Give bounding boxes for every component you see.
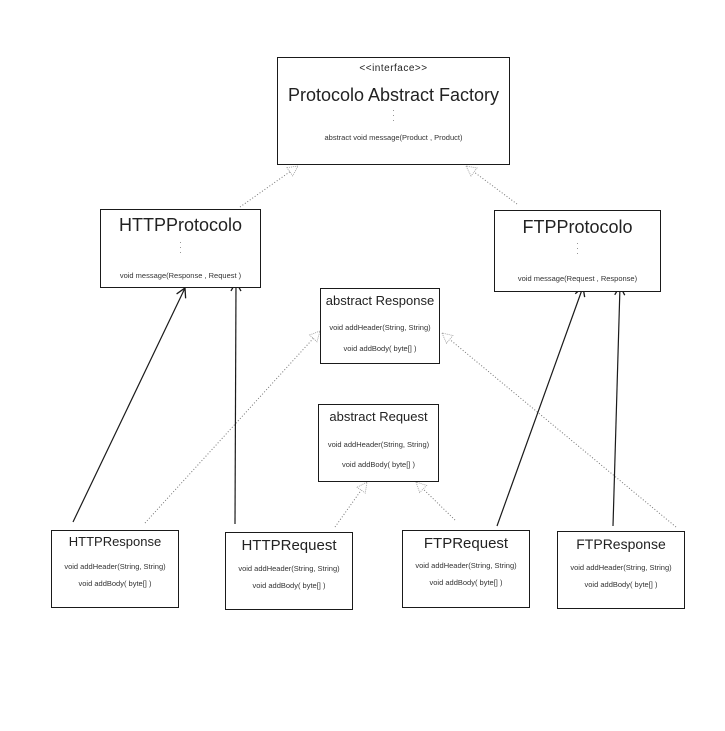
divider-dots: ··· [392,106,395,125]
class-method: void addBody( byte[] ) [584,580,658,589]
class-method: void addHeader(String, String) [327,440,430,449]
class-method: void addBody( byte[] ) [429,578,503,587]
class-ftp-protocolo[interactable]: FTPProtocolo ··· void message(Request , … [494,210,661,292]
class-ftp-request[interactable]: FTPRequest void addHeader(String, String… [402,530,530,608]
class-name: HTTPResponse [68,534,162,549]
dependency-http-response [72,286,187,523]
realization-http-response [144,330,321,524]
class-abstract-response[interactable]: abstract Response void addHeader(String,… [320,288,440,364]
class-method: void addHeader(String, String) [329,323,431,332]
dependency-ftp-response [612,284,626,527]
dependency-ftp-request [496,285,586,527]
class-name: abstract Response [325,293,435,308]
class-name: FTPProtocolo [522,217,633,237]
class-name: FTPResponse [576,536,666,552]
class-name: abstract Request [329,409,428,424]
realization-ftp-protocolo [465,165,518,205]
class-method: void message(Request , Response) [517,274,638,283]
class-method: void addBody( byte[] ) [78,579,152,588]
divider-dots: ··· [179,238,182,257]
class-method: void addHeader(String, String) [238,564,340,573]
class-method: void addHeader(String, String) [64,562,166,571]
class-http-response[interactable]: HTTPResponse void addHeader(String, Stri… [51,530,179,608]
class-method: void addHeader(String, String) [415,561,517,570]
realization-http-protocolo [239,165,299,208]
class-name: HTTPRequest [241,537,337,554]
interface-name: Protocolo Abstract Factory [287,85,500,105]
class-method: void message(Response , Request ) [119,271,242,280]
class-method: void addHeader(String, String) [570,563,672,572]
class-name: HTTPProtocolo [118,215,243,235]
class-name: FTPRequest [423,535,509,552]
interface-protocolo-abstract-factory[interactable]: <<interface>> Protocolo Abstract Factory… [277,57,510,165]
realization-http-request [334,481,368,528]
interface-method: abstract void message(Product , Product) [324,133,463,142]
class-method: void addBody( byte[] ) [342,460,415,469]
canvas-label: mas [325,0,344,3]
realization-ftp-response [441,332,677,528]
class-abstract-request[interactable]: abstract Request void addHeader(String, … [318,404,439,482]
divider-dots: ··· [576,239,579,258]
class-http-request[interactable]: HTTPRequest void addHeader(String, Strin… [225,532,353,610]
dependency-http-request [230,280,242,525]
class-ftp-response[interactable]: FTPResponse void addHeader(String, Strin… [557,531,685,609]
class-method: void addBody( byte[] ) [252,581,326,590]
class-http-protocolo[interactable]: HTTPProtocolo ··· void message(Response … [100,209,261,288]
realization-ftp-request [415,481,456,521]
interface-stereotype: <<interface>> [359,63,428,74]
class-method: void addBody( byte[] ) [343,344,417,353]
